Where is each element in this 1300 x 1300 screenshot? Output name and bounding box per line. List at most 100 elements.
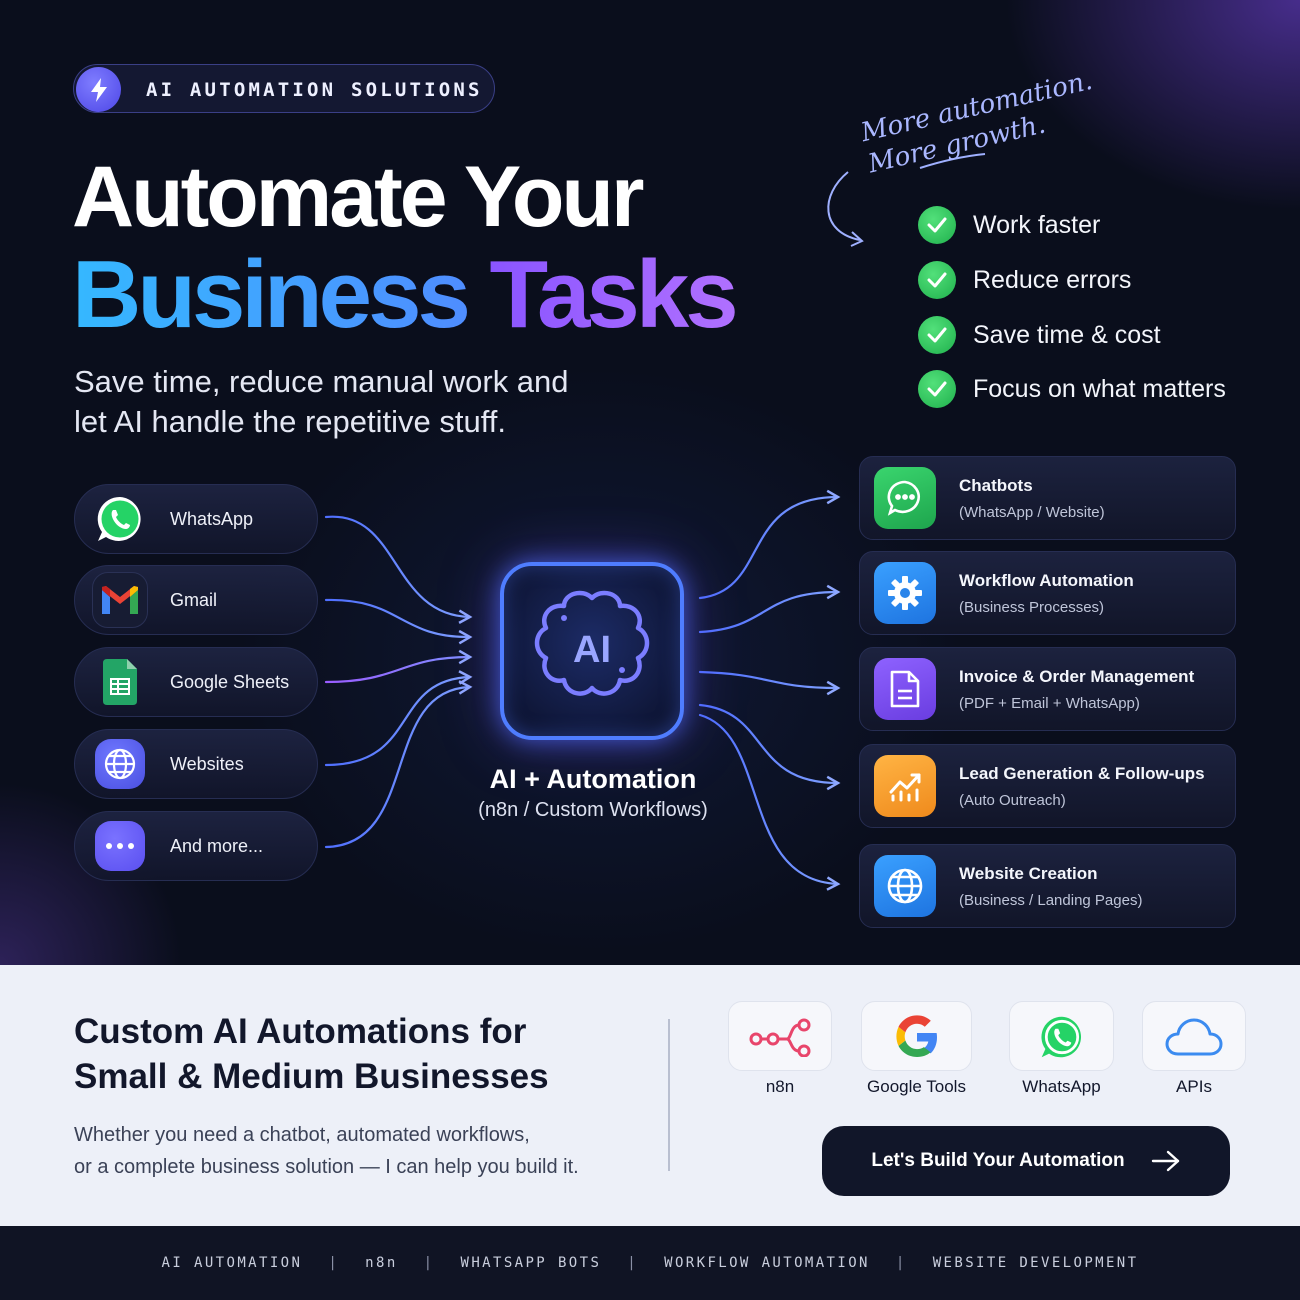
headline-word-business: Business bbox=[72, 241, 471, 348]
line-chatbots bbox=[698, 489, 841, 600]
ai-icon-text: AI bbox=[573, 629, 611, 671]
gear-icon bbox=[874, 562, 936, 624]
source-label: Google Sheets bbox=[170, 671, 290, 692]
separator: | bbox=[895, 1255, 907, 1271]
benefit-label: Reduce errors bbox=[973, 265, 1132, 294]
tool-whatsapp: WhatsApp bbox=[1009, 1001, 1114, 1097]
benefit-label: Save time & cost bbox=[973, 320, 1161, 349]
footer-tag: WHATSAPP BOTS bbox=[460, 1255, 602, 1271]
n8n-icon bbox=[749, 1017, 811, 1062]
growth-chart-icon bbox=[874, 755, 936, 817]
globe-icon bbox=[95, 739, 145, 789]
source-label: And more... bbox=[170, 835, 264, 856]
center-subtitle: (n8n / Custom Workflows) bbox=[478, 799, 708, 821]
cloud-icon bbox=[1164, 1017, 1224, 1062]
line-sheets bbox=[324, 649, 473, 684]
document-icon bbox=[874, 658, 936, 720]
line-invoice bbox=[698, 670, 841, 696]
output-website-creation[interactable]: Website Creation (Business / Landing Pag… bbox=[859, 844, 1236, 928]
subtitle-line2: let AI handle the repetitive stuff. bbox=[74, 404, 506, 439]
arrow-right-icon bbox=[1151, 1150, 1179, 1172]
divider bbox=[668, 1019, 670, 1171]
headline-line1: Automate Your bbox=[72, 149, 644, 245]
google-icon bbox=[893, 1013, 941, 1066]
check-icon bbox=[918, 316, 956, 354]
card-subtitle: (PDF + Email + WhatsApp) bbox=[959, 694, 1140, 712]
benefit-item: Work faster bbox=[918, 205, 1100, 245]
cta-label: Let's Build Your Automation bbox=[871, 1150, 1125, 1171]
globe-icon bbox=[874, 855, 936, 917]
footer-tag: WORKFLOW AUTOMATION bbox=[664, 1255, 870, 1271]
google-sheets-icon bbox=[92, 654, 148, 710]
bottom-heading-line1: Custom AI Automations for bbox=[74, 1012, 527, 1051]
tool-google: Google Tools bbox=[861, 1001, 972, 1097]
output-invoice-order[interactable]: Invoice & Order Management (PDF + Email … bbox=[859, 647, 1236, 731]
center-title: AI + Automation bbox=[489, 764, 697, 794]
bottom-para-line1: Whether you need a chatbot, automated wo… bbox=[74, 1124, 530, 1146]
separator: | bbox=[328, 1255, 340, 1271]
headline-word-tasks: Tasks bbox=[489, 241, 739, 348]
card-subtitle: (Business Processes) bbox=[959, 598, 1105, 616]
handwritten-note: More automation. More growth. bbox=[858, 62, 1095, 182]
more-icon bbox=[95, 821, 145, 871]
footer-tags: AI AUTOMATION | n8n | WHATSAPP BOTS | WO… bbox=[0, 1226, 1300, 1300]
tool-apis: APIs bbox=[1142, 1001, 1246, 1097]
separator: | bbox=[627, 1255, 639, 1271]
line-website bbox=[698, 713, 841, 891]
source-google-sheets[interactable]: Google Sheets bbox=[74, 647, 318, 717]
bottom-paragraph: Whether you need a chatbot, automated wo… bbox=[74, 1119, 579, 1183]
build-automation-button[interactable]: Let's Build Your Automation bbox=[822, 1126, 1230, 1196]
card-title: Chatbots bbox=[959, 475, 1033, 495]
benefit-item: Focus on what matters bbox=[918, 369, 1226, 409]
source-label: Gmail bbox=[170, 589, 218, 610]
category-badge: AI AUTOMATION SOLUTIONS bbox=[73, 64, 495, 113]
lightning-icon bbox=[76, 67, 121, 112]
line-gmail bbox=[324, 598, 473, 645]
check-icon bbox=[918, 261, 956, 299]
line-lead bbox=[698, 703, 841, 791]
whatsapp-icon bbox=[1038, 1013, 1086, 1066]
source-label: WhatsApp bbox=[170, 508, 254, 529]
benefit-item: Save time & cost bbox=[918, 315, 1161, 355]
source-gmail[interactable]: Gmail bbox=[74, 565, 318, 635]
benefit-label: Focus on what matters bbox=[973, 374, 1226, 403]
gmail-icon bbox=[92, 572, 148, 628]
line-websites bbox=[324, 670, 473, 767]
output-chatbots[interactable]: Chatbots (WhatsApp / Website) bbox=[859, 456, 1236, 540]
footer-tag: n8n bbox=[365, 1255, 398, 1271]
card-subtitle: (WhatsApp / Website) bbox=[959, 503, 1105, 521]
line-whatsapp bbox=[324, 515, 473, 624]
subtitle: Save time, reduce manual work and let AI… bbox=[74, 362, 634, 442]
line-workflow bbox=[698, 584, 841, 634]
source-websites[interactable]: Websites bbox=[74, 729, 318, 799]
brain-icon: AI bbox=[534, 590, 650, 696]
bottom-heading-line2: Small & Medium Businesses bbox=[74, 1057, 549, 1096]
footer-tag: AI AUTOMATION bbox=[161, 1255, 303, 1271]
headline-line2: Business Tasks bbox=[72, 240, 739, 350]
card-subtitle: (Business / Landing Pages) bbox=[959, 891, 1143, 909]
ai-brain-node: AI bbox=[500, 562, 684, 740]
footer-tag: WEBSITE DEVELOPMENT bbox=[932, 1255, 1139, 1271]
line-more bbox=[324, 680, 473, 849]
source-more[interactable]: And more... bbox=[74, 811, 318, 881]
output-workflow-automation[interactable]: Workflow Automation (Business Processes) bbox=[859, 551, 1236, 635]
info-section: Custom AI Automations for Small & Medium… bbox=[0, 965, 1300, 1226]
check-icon bbox=[918, 370, 956, 408]
source-whatsapp[interactable]: WhatsApp bbox=[74, 484, 318, 554]
bottom-heading: Custom AI Automations for Small & Medium… bbox=[74, 1009, 549, 1099]
card-title: Invoice & Order Management bbox=[959, 666, 1195, 686]
tool-label: Google Tools bbox=[867, 1077, 966, 1096]
card-subtitle: (Auto Outreach) bbox=[959, 791, 1066, 809]
benefit-label: Work faster bbox=[973, 210, 1101, 239]
card-title: Lead Generation & Follow-ups bbox=[959, 763, 1205, 783]
badge-label: AI AUTOMATION SOLUTIONS bbox=[146, 79, 483, 101]
hand-underline bbox=[919, 153, 986, 169]
check-icon bbox=[918, 206, 956, 244]
card-title: Website Creation bbox=[959, 863, 1098, 883]
output-lead-generation[interactable]: Lead Generation & Follow-ups (Auto Outre… bbox=[859, 744, 1236, 828]
tool-label: WhatsApp bbox=[1022, 1077, 1101, 1096]
bottom-para-line2: or a complete business solution — I can … bbox=[74, 1156, 579, 1178]
chat-icon bbox=[874, 467, 936, 529]
connection-lines bbox=[324, 153, 986, 891]
whatsapp-icon bbox=[92, 491, 148, 547]
